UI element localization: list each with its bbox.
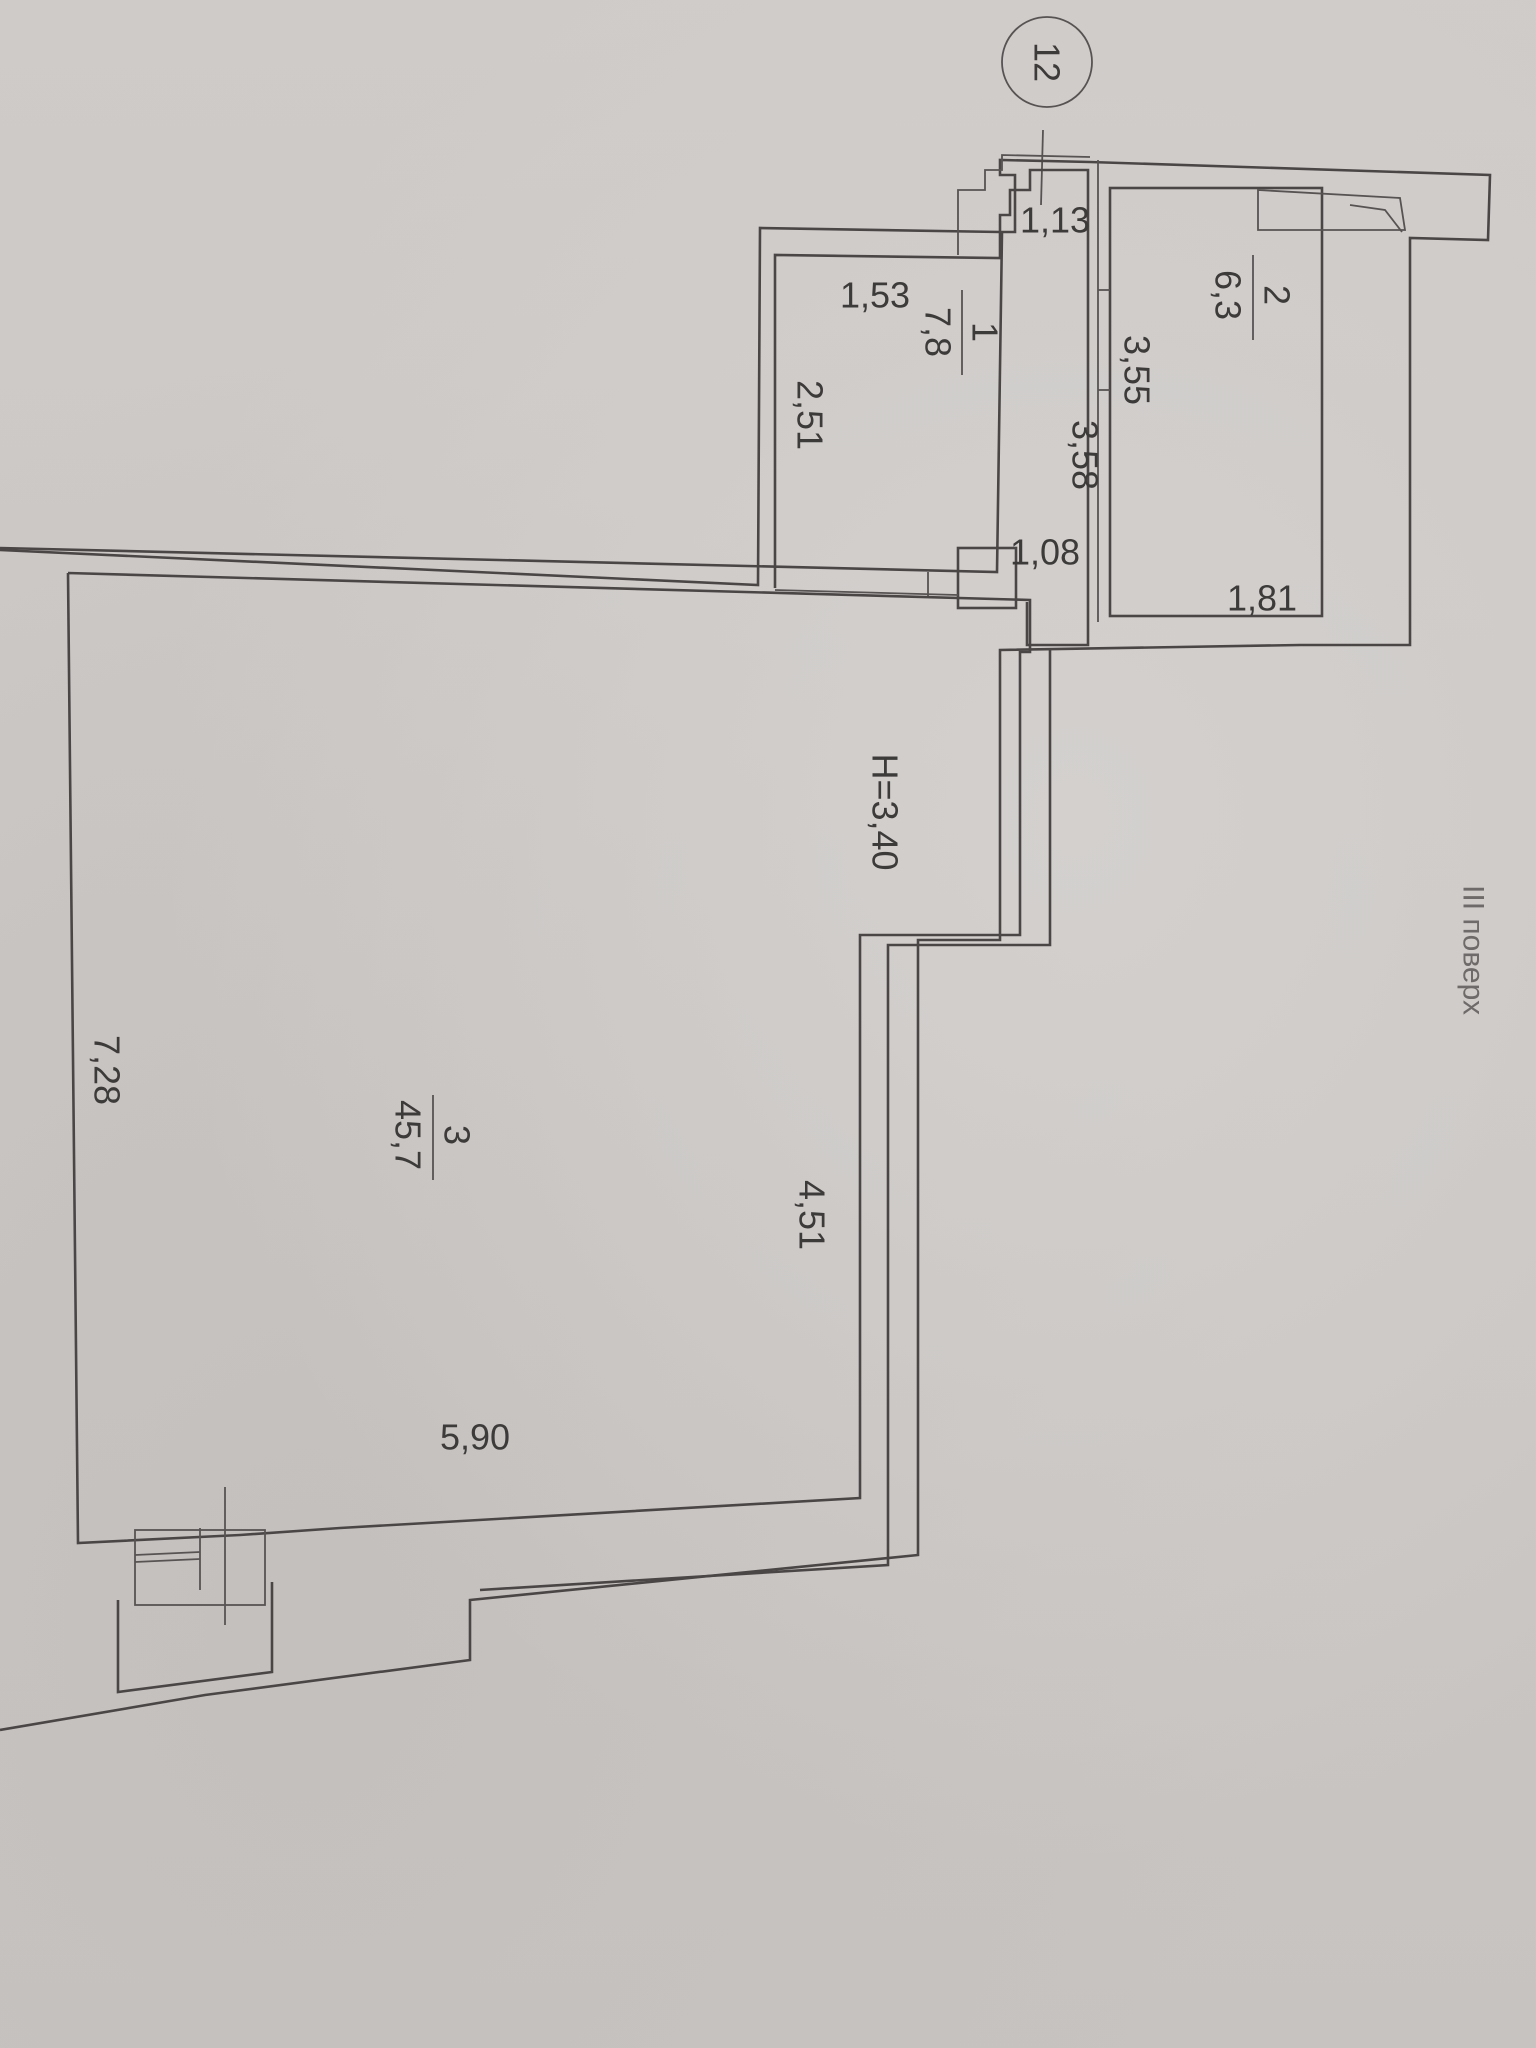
dimension-4-51: 4,51	[792, 1180, 833, 1250]
room-2-number: 2	[1257, 285, 1298, 305]
dimension-1-13: 1,13	[1020, 200, 1090, 241]
room-1-wall	[773, 168, 1090, 647]
entrance-steps	[957, 154, 1091, 255]
column-block	[956, 546, 1018, 610]
room-3-area: 45,7	[388, 1100, 429, 1170]
dimension-1-08: 1,08	[1010, 532, 1080, 573]
room-1-area: 7,8	[918, 307, 959, 357]
axis-marker: 12	[1001, 16, 1093, 206]
window-glass-1	[134, 1551, 201, 1556]
dimension-2-51: 2,51	[790, 380, 831, 450]
room-2-wall	[1108, 186, 1324, 618]
balcony-slab	[116, 1582, 274, 1694]
room-3-number: 3	[437, 1125, 478, 1145]
dimension-1-53: 1,53	[840, 275, 910, 316]
axis-leader-line	[1040, 129, 1044, 206]
ventilation-duct	[1257, 189, 1407, 231]
room-1-outer-wall	[0, 226, 1001, 587]
room-3-label: 3 45,7	[388, 1095, 478, 1180]
room-1-label: 1 7,8	[918, 290, 1006, 375]
room-2-label: 2 6,3	[1208, 255, 1298, 340]
dimension-7-28: 7,28	[87, 1035, 128, 1105]
room-3-inner-wall	[66, 571, 1032, 1545]
axis-marker-label: 12	[1027, 42, 1068, 82]
dimension-3-55: 3,55	[1117, 335, 1158, 405]
room-2-area: 6,3	[1208, 270, 1249, 320]
window-glass-2	[134, 1558, 201, 1563]
floor-label: III поверх	[1457, 885, 1490, 1015]
room-3-exterior-right	[479, 650, 1052, 1592]
dimension-5-90: 5,90	[440, 1417, 510, 1458]
dimension-1-81: 1,81	[1227, 578, 1297, 619]
exterior-wall-outer	[0, 158, 1492, 1732]
ceiling-height: H=3,40	[865, 753, 906, 870]
axis-marker-circle	[1001, 16, 1093, 108]
room-1-number: 1	[965, 322, 1006, 342]
window-balcony	[116, 1487, 274, 1694]
dimension-3-58: 3,58	[1065, 420, 1106, 490]
ventilation-duct-diagonal	[1349, 204, 1403, 233]
